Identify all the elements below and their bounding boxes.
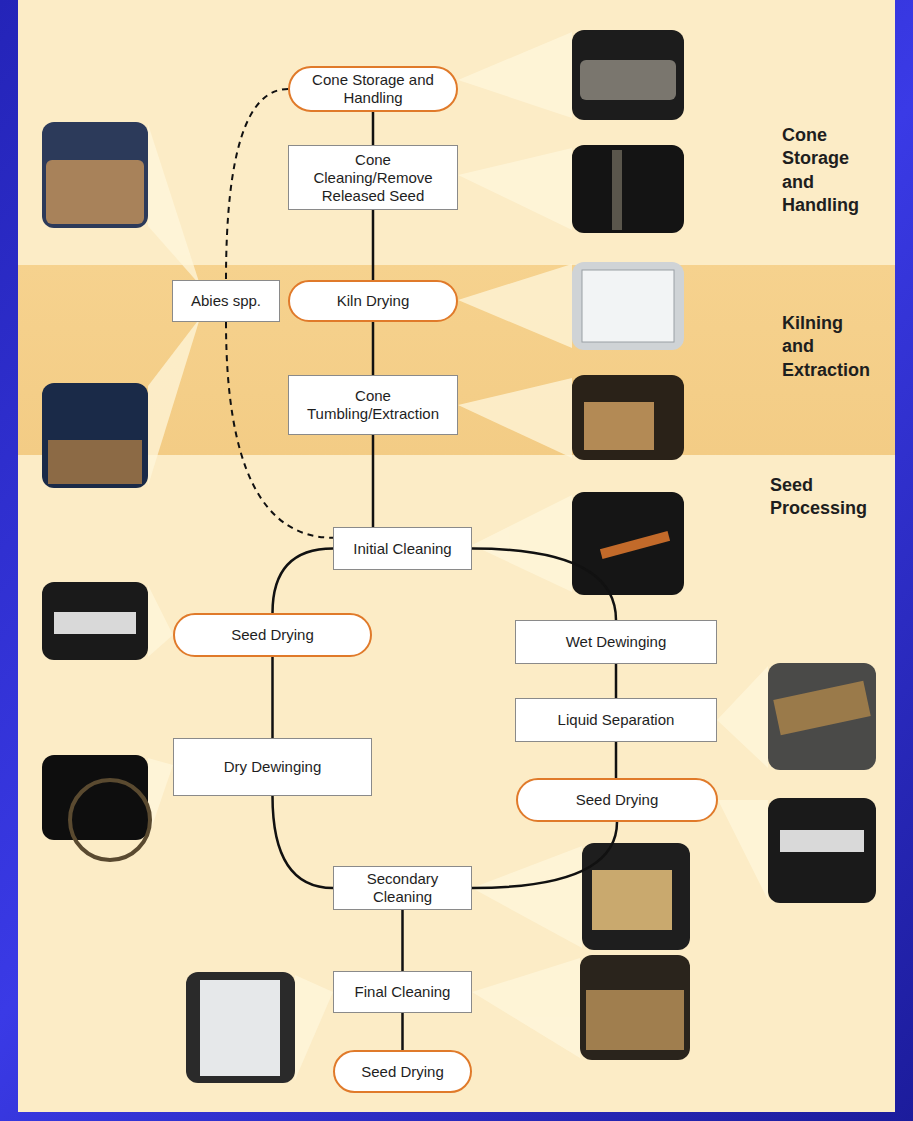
process-box: Liquid Separation	[515, 698, 717, 742]
connector	[273, 796, 334, 888]
process-box: Final Cleaning	[333, 971, 472, 1013]
pill-box: Seed Drying	[333, 1050, 472, 1093]
connector	[372, 322, 375, 375]
process-box: Secondary Cleaning	[333, 866, 472, 910]
section-label: Kilning and Extraction	[782, 312, 874, 382]
node-text: Seed Drying	[231, 626, 314, 644]
section-label: Seed Processing	[770, 474, 862, 521]
node-text: Cone Cleaning/Remove Released Seed	[297, 151, 449, 205]
dashed-connector	[226, 89, 288, 280]
node-text: Secondary Cleaning	[342, 870, 463, 906]
process-box: Initial Cleaning	[333, 527, 472, 570]
connector	[372, 210, 375, 280]
node-text: Initial Cleaning	[353, 540, 451, 558]
pill-box: Kiln Drying	[288, 280, 458, 322]
node-text: Final Cleaning	[355, 983, 451, 1001]
connector	[401, 910, 404, 971]
node-text: Liquid Separation	[558, 711, 675, 729]
process-box: Wet Dewinging	[515, 620, 717, 664]
connector	[472, 822, 617, 888]
photos	[42, 30, 876, 1083]
light-beams	[148, 32, 768, 1080]
pill-box: Seed Drying	[516, 778, 718, 822]
connector	[273, 549, 334, 614]
node-text: Kiln Drying	[337, 292, 410, 310]
node-text: Cone Storage and Handling	[298, 71, 448, 107]
node-text: Abies spp.	[191, 292, 261, 310]
connector	[615, 664, 618, 698]
process-box: Cone Cleaning/Remove Released Seed	[288, 145, 458, 210]
connector	[615, 742, 618, 778]
connector	[372, 112, 375, 145]
node-text: Cone Tumbling/Extraction	[297, 387, 449, 423]
connector	[372, 435, 375, 527]
process-box: Cone Tumbling/Extraction	[288, 375, 458, 435]
connector	[401, 1013, 404, 1050]
pill-box: Seed Drying	[173, 613, 372, 657]
panel	[18, 0, 895, 1112]
connector	[271, 657, 274, 738]
node-text: Seed Drying	[576, 791, 659, 809]
node-text: Dry Dewinging	[224, 758, 322, 776]
section-label: Cone Storage and Handling	[782, 124, 874, 218]
connector	[472, 549, 616, 621]
process-box: Abies spp.	[172, 280, 280, 322]
pill-box: Cone Storage and Handling	[288, 66, 458, 112]
node-text: Wet Dewinging	[566, 633, 667, 651]
process-box: Dry Dewinging	[173, 738, 372, 796]
node-text: Seed Drying	[361, 1063, 444, 1081]
